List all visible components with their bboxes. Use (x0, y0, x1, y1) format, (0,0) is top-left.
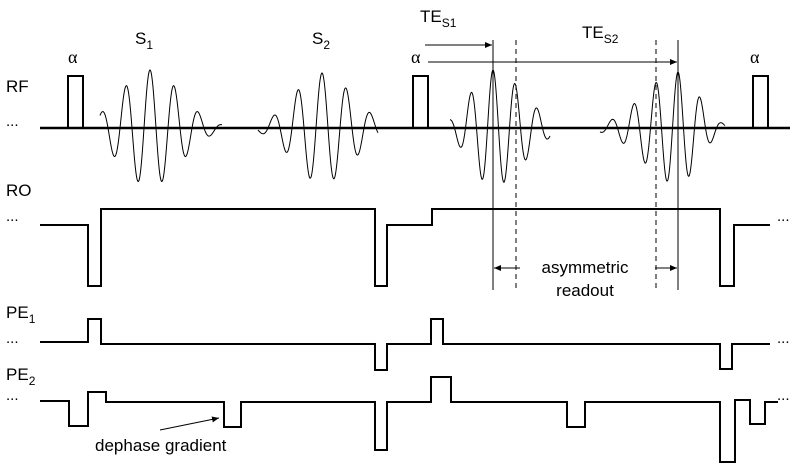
ellipsis-pe2-right: ... (777, 387, 790, 404)
echo-label-s1: S1 (135, 29, 153, 52)
row-label-rf: RF (6, 77, 29, 96)
row-label-ro: RO (6, 181, 32, 200)
echo-label-s2: S2 (312, 29, 330, 52)
alpha-label-3: α (750, 47, 760, 67)
row-label-pe2: PE2 (6, 365, 36, 388)
pe2-gradient-waveform (40, 376, 778, 463)
dephase-label: dephase gradient (95, 436, 227, 455)
asymmetric-label: asymmetric (542, 258, 629, 277)
te-s2-label: TES2 (582, 23, 619, 46)
ellipsis-ro: ... (6, 208, 19, 225)
rf-pulse-3 (752, 75, 769, 129)
ellipsis-pe1: ... (6, 330, 19, 347)
pe1-gradient-waveform (40, 318, 770, 371)
readout-label: readout (556, 281, 614, 300)
row-label-pe1: PE1 (6, 303, 36, 326)
ellipsis-pe1-right: ... (777, 330, 790, 347)
alpha-label-1: α (68, 47, 78, 67)
ro-gradient-waveform (40, 208, 770, 287)
ellipsis-pe2: ... (6, 387, 19, 404)
rf-pulse-2 (412, 75, 429, 129)
ellipsis-rf: ... (6, 113, 19, 130)
te-s1-label: TES1 (420, 7, 457, 30)
rf-pulse-1 (67, 75, 84, 129)
alpha-label-2: α (411, 47, 421, 67)
dephase-arrow (159, 416, 220, 431)
echo-signal-s1-second (450, 69, 551, 183)
ellipsis-ro-right: ... (777, 208, 790, 225)
echo-signal-s2 (257, 72, 379, 180)
echo-signal-s1 (99, 69, 223, 183)
echo-signal-s2-second (599, 71, 726, 182)
